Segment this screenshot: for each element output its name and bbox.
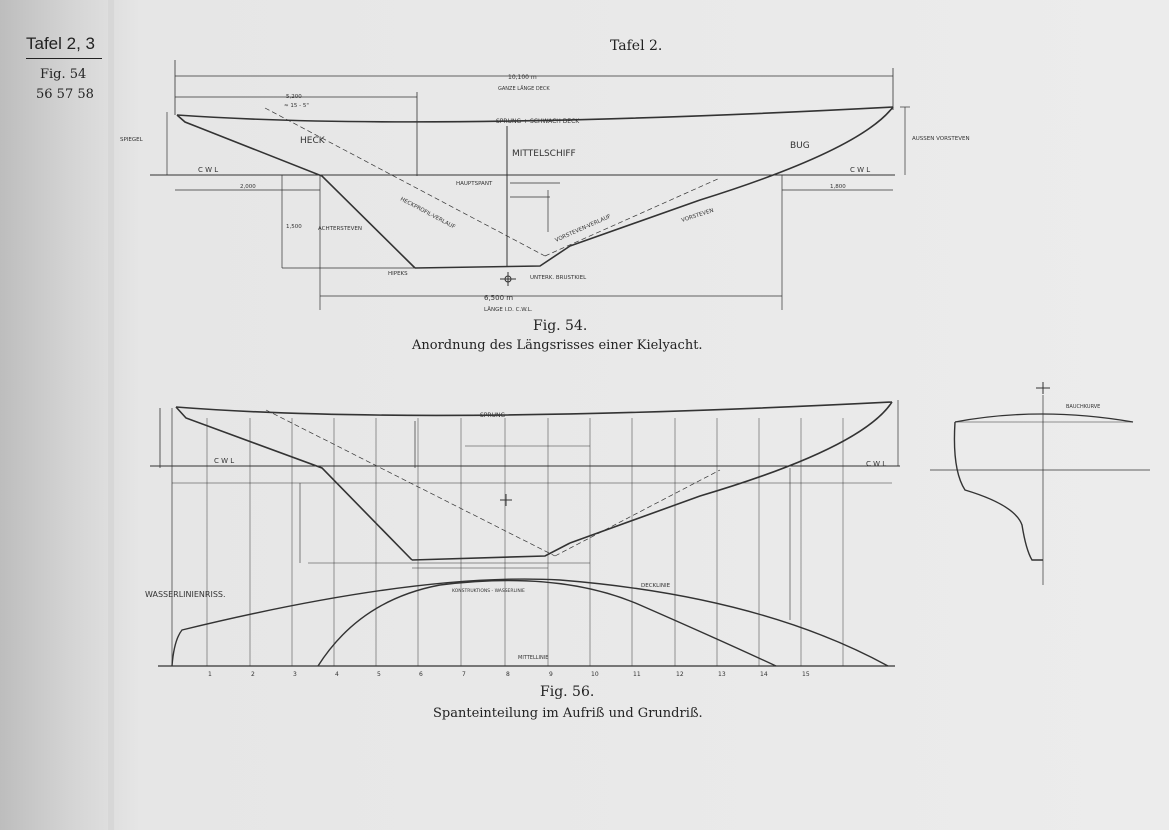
fig56-bauchkurve-label: BAUCHKURVE (1066, 404, 1100, 410)
fig56-wasserlinienriss-label: WASSERLINIENRISS. (145, 590, 226, 599)
fig54-laenge-label: LÄNGE I.D. C.W.L. (484, 306, 533, 313)
fig54-mid-dim: 5,200 (286, 94, 302, 100)
fig56-bow-profile (569, 401, 893, 544)
fig56-decklinie-label: DECKLINIE (641, 583, 671, 589)
margin-fig-ref: Fig. 54 (40, 67, 87, 82)
fig54-midship-symbol (500, 272, 516, 286)
station-label: 15 (802, 671, 810, 678)
fig56-mittellinie-label: MITTELLINIE (518, 655, 548, 661)
station-label: 10 (591, 671, 599, 678)
fig56-body-plan-section (953, 421, 1043, 561)
fig56-construction-line (265, 409, 556, 557)
fig54-bow-profile (569, 106, 894, 247)
station-label: 12 (676, 671, 684, 678)
station-label: 9 (549, 671, 553, 678)
fig54-mittelschiff-label: MITTELSCHIFF (512, 149, 576, 159)
margin-plate-ref: Tafel 2, 3 (26, 34, 95, 53)
station-label: 4 (335, 671, 339, 678)
fig54-aussensteven-label: AUSSEN VORSTEVEN (912, 136, 970, 142)
fig54-sprung-label: SPRUNG + SCHWACH DECK (496, 118, 580, 125)
fig56-cwl-left-label: C W L (214, 457, 234, 465)
station-label: 2 (251, 671, 255, 678)
fig54-bug-label: BUG (790, 141, 810, 151)
fig54-cwl-right-label: C W L (850, 166, 870, 174)
fig56-konstruktion-wl-label: KONSTRUKTIONS - WASSERLINIE (452, 588, 525, 594)
fig54-label: Fig. 54. (533, 318, 588, 334)
fig54-unterk-label: UNTERK. BRUSTKIEL (530, 275, 587, 281)
fig56-body-plan-symbol (1036, 382, 1050, 394)
margin-rule (26, 58, 102, 59)
fig54-laenge-dim: 6,500 m (484, 294, 513, 302)
fig54-total-label: GANZE LÄNGE DECK (498, 85, 550, 92)
fig54-keel (414, 245, 571, 269)
fig56-sprung-label: SPRUNG (480, 412, 505, 419)
station-label: 14 (760, 671, 768, 678)
fig54-right-dim: 1,800 (830, 184, 846, 190)
fig54-heck-label: HECK (300, 136, 326, 146)
fig54-left-dim: 2,000 (240, 184, 256, 190)
fig56-keel (411, 542, 571, 561)
station-label: 6 (419, 671, 423, 678)
fig54-hauptspant-label: HAUPTSPANT (456, 181, 493, 187)
plate-title: Tafel 2. (610, 38, 663, 54)
fig54-hinterkiel-label: HIPEKS (388, 271, 408, 277)
margin-figs-ref: 56 57 58 (36, 87, 94, 102)
fig56-caption: Spanteinteilung im Aufriß und Grundriß. (433, 706, 703, 721)
fig56-midship-symbol (500, 494, 512, 506)
station-label: 8 (506, 671, 510, 678)
fig56-label: Fig. 56. (540, 684, 595, 700)
station-label: 13 (718, 671, 726, 678)
station-label: 3 (293, 671, 297, 678)
fig54-total-dim: 10,100 m (508, 74, 537, 81)
station-label: 11 (633, 671, 641, 678)
station-label: 1 (208, 671, 212, 678)
fig56-sheer-line (175, 401, 893, 417)
fig54-sheer-line (176, 106, 894, 123)
station-label: 5 (377, 671, 381, 678)
fig56-stern-profile (175, 406, 413, 561)
fig54-achtersteven-label: ACHTERSTEVEN (318, 226, 362, 232)
fig54-spiegel-label: SPIEGEL (120, 137, 144, 143)
fig54-stern-profile (176, 114, 416, 269)
fig54-mid-sub: ≈ 15 - 5" (284, 103, 309, 109)
fig54-depth-dim: 1,500 (286, 224, 302, 230)
fig54-caption: Anordnung des Längsrisses einer Kielyach… (412, 338, 703, 353)
fig56-station-lines (206, 418, 844, 666)
fig56-deck-line-plan (171, 578, 889, 667)
fig54-construction-line (264, 107, 546, 257)
fig56-waterline-plan (317, 579, 777, 667)
station-label: 7 (462, 671, 466, 678)
fig54-cwl-left-label: C W L (198, 166, 218, 174)
fig56-body-plan-deck (954, 413, 1134, 423)
fig56-cwl-right-label: C W L (866, 460, 886, 468)
